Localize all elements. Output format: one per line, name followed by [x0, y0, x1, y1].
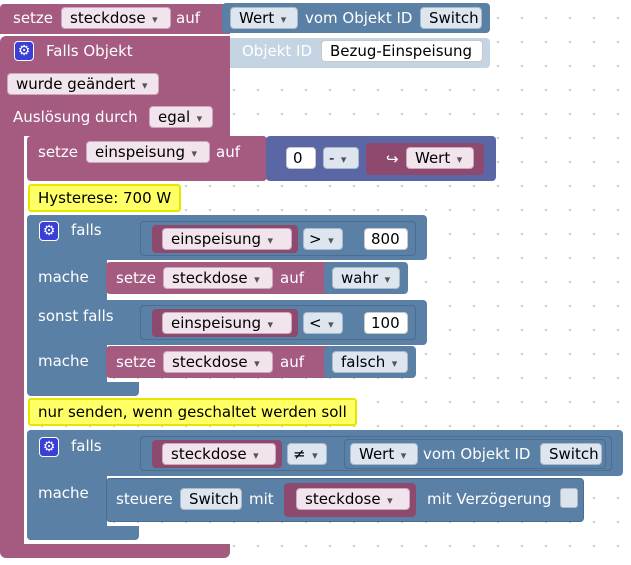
if-block-2-footer	[27, 526, 139, 540]
number-input[interactable]: 0	[286, 147, 316, 169]
control-label: steuere	[116, 490, 173, 508]
triggered-by-label: Auslösung durch	[13, 108, 138, 126]
variable-dropdown[interactable]: einspeisung	[162, 312, 292, 334]
gear-icon[interactable]: ⚙	[14, 41, 34, 61]
object-id-field[interactable]: Switch	[540, 443, 602, 465]
elseif-label: sonst falls	[38, 307, 114, 325]
changed-option-dropdown[interactable]: wurde geändert	[7, 73, 159, 95]
from-object-label: vom Objekt ID	[305, 9, 413, 27]
object-id-field[interactable]: Switch	[420, 7, 482, 29]
comment-only-send[interactable]: nur senden, wenn geschaltet werden soll	[28, 398, 357, 426]
set-label: setze	[38, 143, 79, 161]
on-label: auf	[176, 9, 200, 27]
on-label: auf	[280, 269, 304, 287]
return-arrow-icon: ↪	[386, 150, 399, 168]
number-input[interactable]: 800	[364, 228, 408, 250]
object-id-value-field[interactable]: Bezug-Einspeisung	[321, 40, 483, 62]
if-object-label: Falls Objekt	[46, 42, 133, 60]
set-label: setze	[116, 353, 157, 371]
on-label: auf	[216, 143, 240, 161]
variable-dropdown[interactable]: steckdose	[296, 488, 410, 510]
variable-dropdown[interactable]: steckdose	[163, 351, 273, 373]
with-label: mit	[249, 490, 274, 508]
if-label: falls	[71, 437, 102, 455]
delay-label: mit Verzögerung	[427, 490, 552, 508]
gear-icon[interactable]: ⚙	[39, 437, 59, 457]
event-block-spine	[0, 136, 24, 556]
compare-operator-dropdown[interactable]: <	[303, 312, 343, 334]
gear-icon[interactable]: ⚙	[39, 221, 59, 241]
einspeisung-variable-dropdown[interactable]: einspeisung	[86, 141, 210, 163]
object-id-label: Objekt ID	[242, 42, 313, 60]
do-label: mache	[38, 484, 89, 502]
variable-dropdown[interactable]: steckdose	[163, 267, 273, 289]
delay-checkbox[interactable]	[560, 488, 578, 508]
value-attribute-dropdown[interactable]: Wert	[230, 7, 298, 29]
control-id-field[interactable]: Switch	[180, 488, 242, 510]
set-variable-dropdown[interactable]: steckdose	[61, 7, 171, 29]
previous-value-dropdown[interactable]: Wert	[406, 147, 474, 169]
if-label: falls	[71, 221, 102, 239]
compare-operator-dropdown[interactable]: ≠	[287, 443, 327, 465]
boolean-true-dropdown[interactable]: wahr	[332, 267, 400, 289]
variable-dropdown[interactable]: steckdose	[162, 443, 276, 465]
on-label: auf	[280, 353, 304, 371]
set-label: setze	[13, 9, 54, 27]
from-object-label: vom Objekt ID	[423, 445, 531, 463]
number-input[interactable]: 100	[364, 312, 408, 334]
variable-dropdown[interactable]: einspeisung	[162, 228, 292, 250]
boolean-false-dropdown[interactable]: falsch	[332, 351, 408, 373]
triggered-by-dropdown[interactable]: egal	[149, 106, 213, 128]
event-block-footer	[0, 544, 230, 558]
compare-operator-dropdown[interactable]: >	[303, 228, 343, 250]
do-label: mache	[38, 268, 89, 286]
comment-hysterese[interactable]: Hysterese: 700 W	[28, 184, 182, 212]
if-block-footer	[27, 382, 139, 396]
do-label: mache	[38, 352, 89, 370]
math-operator-dropdown[interactable]: -	[323, 147, 359, 169]
set-label: setze	[116, 269, 157, 287]
value-attribute-dropdown[interactable]: Wert	[350, 443, 418, 465]
